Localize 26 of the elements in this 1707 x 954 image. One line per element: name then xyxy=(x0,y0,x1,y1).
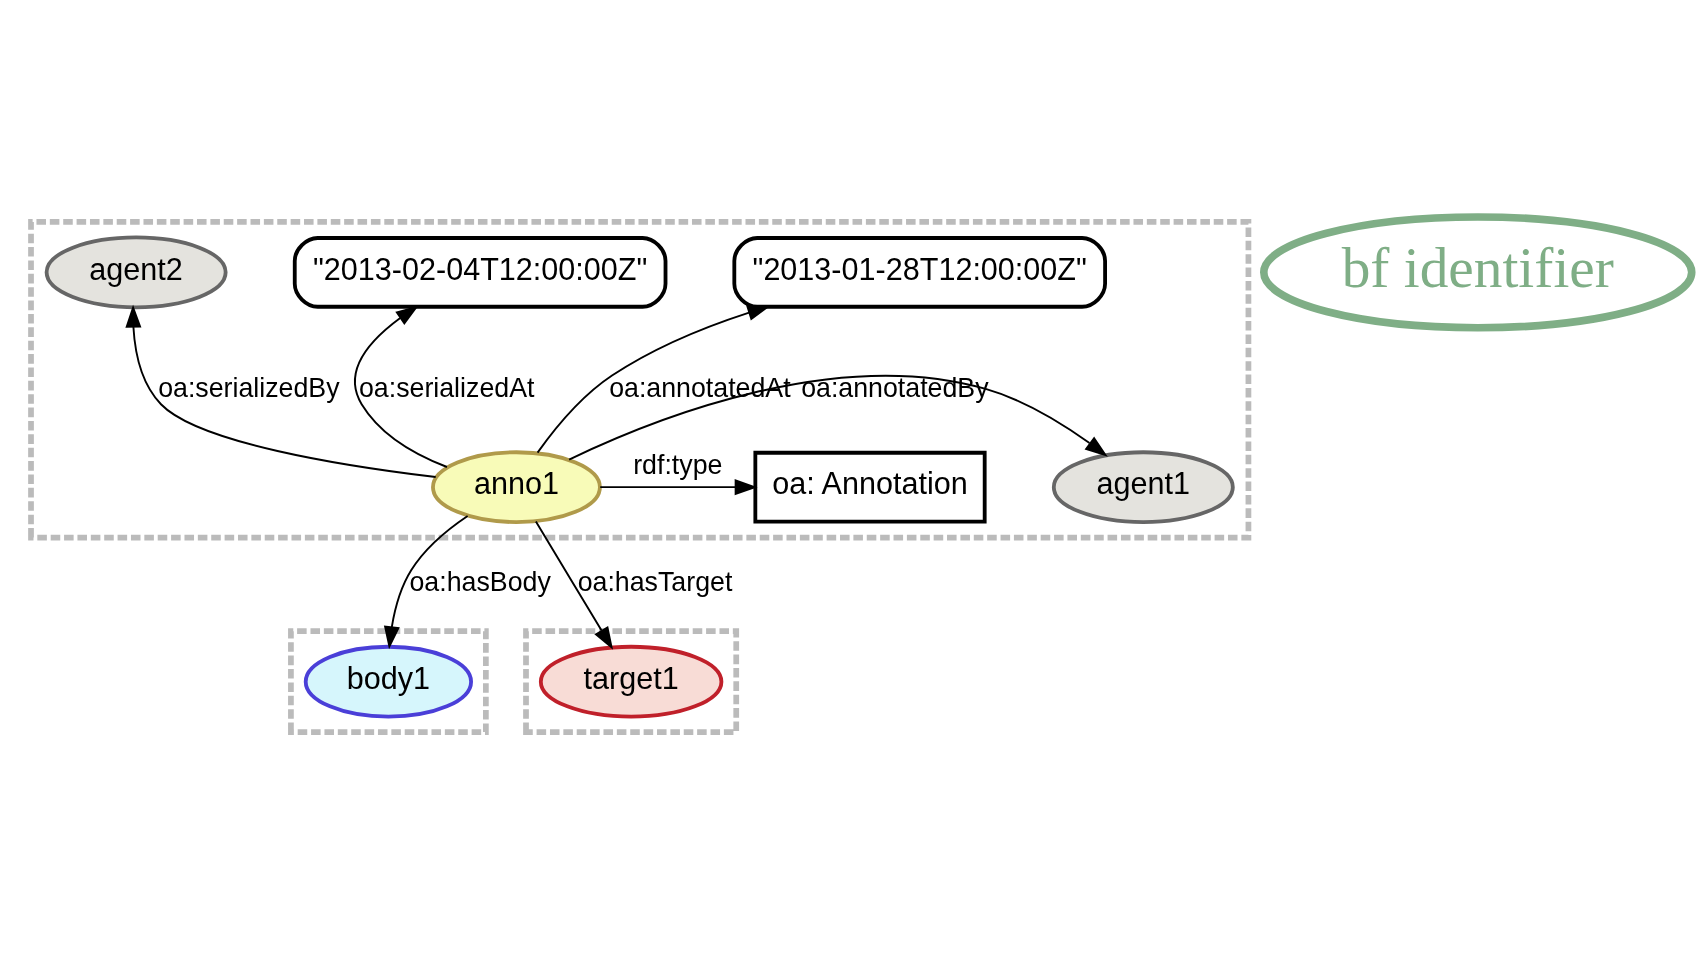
node-box: "2013-01-28T12:00:00Z" xyxy=(732,236,1107,309)
edge-label: oa:serializedAt xyxy=(358,372,535,403)
node-ellipse: target1 xyxy=(538,644,724,719)
edge-label: oa:hasBody xyxy=(409,567,551,598)
node-ellipse: body1 xyxy=(303,644,473,719)
arrow xyxy=(534,520,614,650)
arrow xyxy=(536,305,771,454)
edge-label: oa:serializedBy xyxy=(158,372,340,403)
cluster xyxy=(523,628,740,735)
edge-label: oa:annotatedAt xyxy=(609,372,791,403)
arrow xyxy=(125,304,437,478)
edge-label: rdf:type xyxy=(633,450,723,481)
arrow xyxy=(599,479,758,496)
arrow xyxy=(383,515,469,650)
node-ellipse: agent2 xyxy=(44,235,228,310)
node-ellipse: bf identifier xyxy=(1260,213,1696,332)
edge-label: oa:hasTarget xyxy=(577,567,733,598)
cluster xyxy=(28,219,1252,541)
arrow xyxy=(568,375,1108,461)
node-ellipse: anno1 xyxy=(431,450,602,524)
node-box: oa: Annotation xyxy=(753,450,987,524)
edge-label: oa:annotatedBy xyxy=(801,372,989,403)
node-ellipse: agent1 xyxy=(1051,450,1235,524)
node-box: "2013-02-04T12:00:00Z" xyxy=(292,236,668,309)
cluster xyxy=(288,628,489,735)
arrow xyxy=(354,305,448,468)
